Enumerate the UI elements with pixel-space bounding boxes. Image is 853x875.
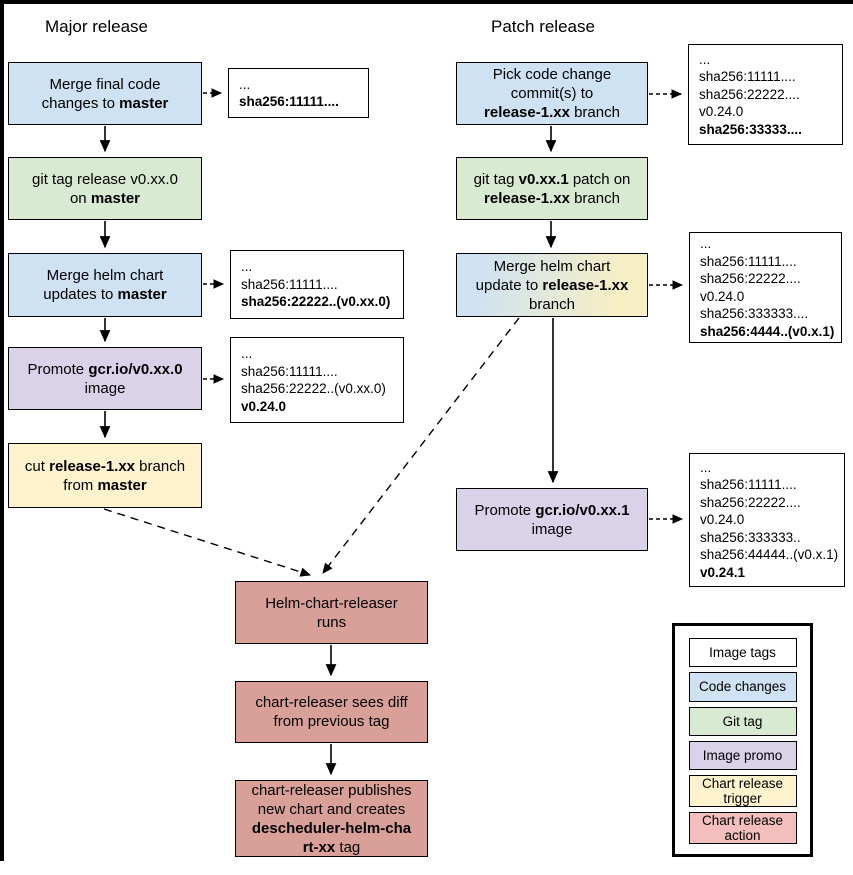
note-patch-2: ...sha256:11111....sha256:22222....v0.24… — [689, 232, 842, 343]
note-major-2: ...sha256:11111....sha256:22222..(v0.xx.… — [230, 250, 404, 319]
legend-item-git-tag: Git tag — [688, 706, 797, 736]
note-major-3: ...sha256:11111....sha256:22222..(v0.xx.… — [230, 337, 404, 423]
legend-item-chart-release-action: Chart release action — [688, 812, 797, 844]
legend-item-image-promo: Image promo — [688, 740, 797, 770]
legend-item-code-changes: Code changes — [688, 672, 797, 702]
dashed-arrow-cut-branch-to-releaser — [103, 508, 312, 577]
legend-item-image-tags: Image tags — [688, 638, 797, 668]
note-patch-3: ...sha256:11111....sha256:22222....v0.24… — [689, 453, 845, 587]
legend: Image tags Code changes Git tag Image pr… — [672, 623, 813, 857]
note-patch-1: ...sha256:11111....sha256:22222....v0.24… — [688, 44, 843, 145]
canvas-border-top — [0, 0, 853, 4]
major-release-title: Major release — [45, 17, 148, 36]
legend-item-chart-release-trigger: Chart release trigger — [688, 775, 797, 807]
canvas-border-left — [0, 0, 4, 861]
patch-release-title: Patch release — [491, 17, 595, 36]
note-major-1: ...sha256:11111.... — [228, 68, 369, 118]
